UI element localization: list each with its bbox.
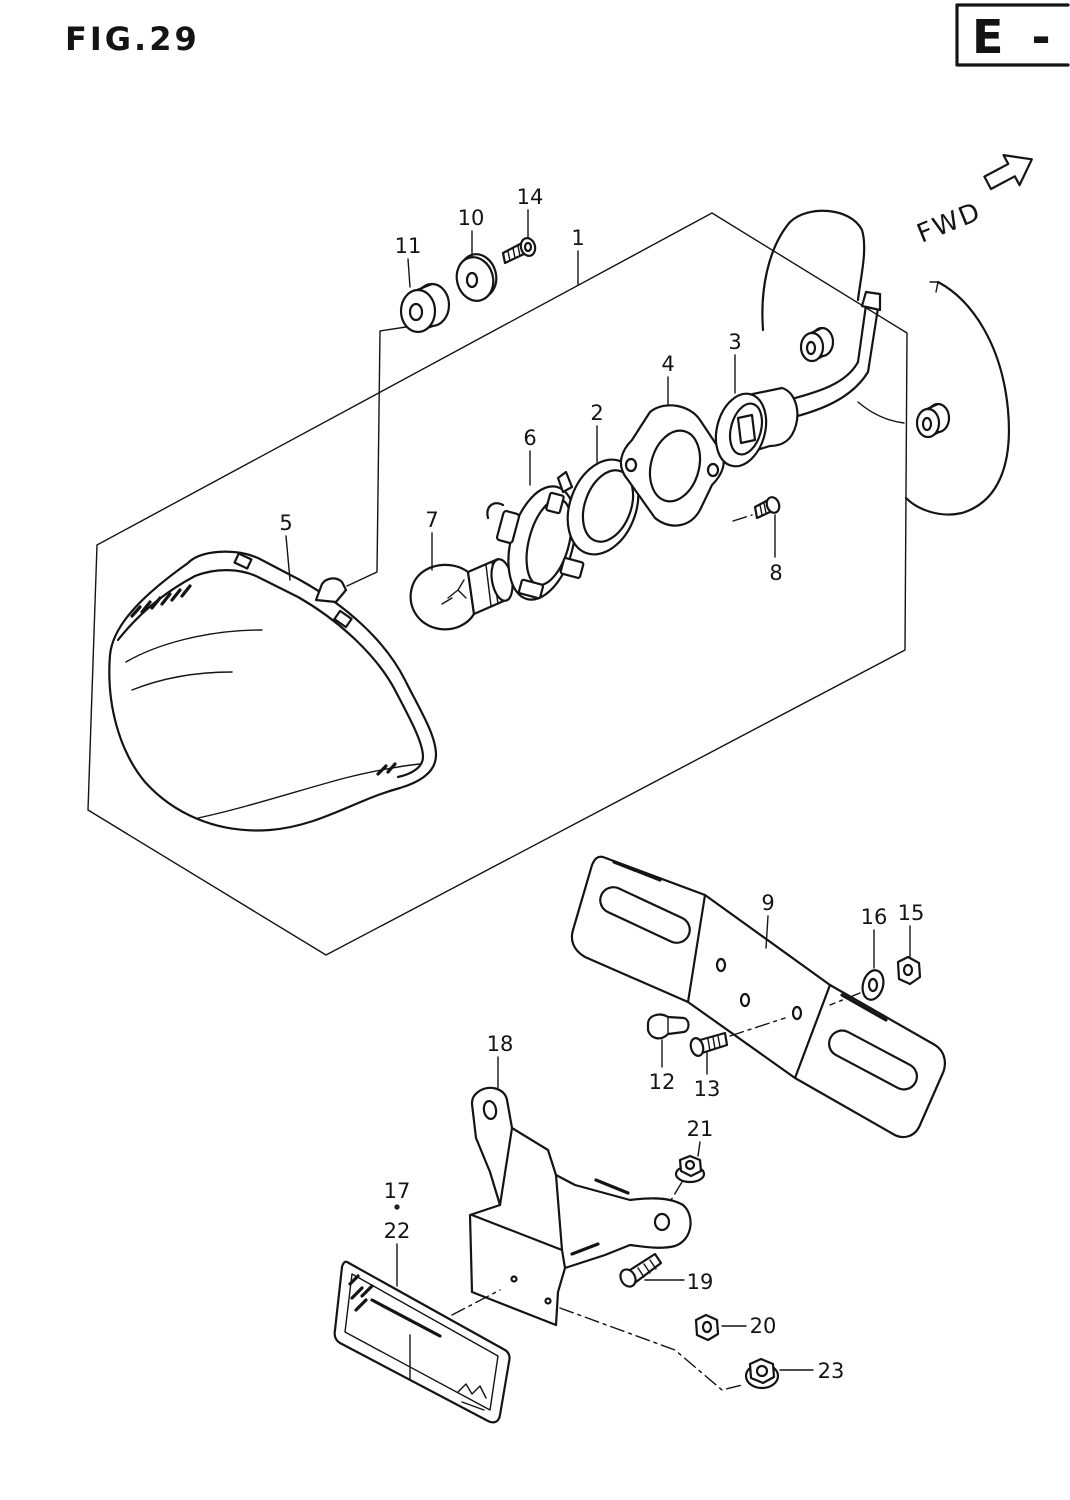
callout-9: 9	[761, 891, 774, 915]
fender-grommet-lower	[915, 402, 951, 439]
callout-11: 11	[395, 234, 422, 258]
callout-14: 14	[517, 185, 544, 209]
part-3-bulb-socket	[714, 290, 882, 468]
part-12-damper	[646, 1013, 690, 1040]
part-15-nut	[896, 955, 922, 986]
part-18-reflector-bracket	[468, 1086, 692, 1327]
callout-1: 1	[571, 226, 584, 250]
part-13-screw	[689, 1017, 786, 1057]
callout-15: 15	[898, 901, 925, 925]
part-14-screw	[501, 237, 537, 265]
part-19-screw	[619, 1252, 663, 1288]
part-16-washer	[829, 969, 885, 1006]
fastener-alignment-line	[559, 1307, 743, 1391]
part-5-tail-lamp	[108, 550, 438, 832]
mounting-leader-line	[346, 326, 407, 587]
callout-21: 21	[687, 1117, 714, 1141]
callout-2: 2	[590, 401, 603, 425]
section-code: E -	[972, 10, 1057, 64]
fender-grommet-upper	[799, 326, 835, 363]
part-21-flange-nut	[667, 1154, 706, 1206]
figure-title: FIG.29	[65, 20, 200, 58]
part-9-license-bracket	[570, 855, 946, 1139]
forward-arrow-icon	[983, 154, 1033, 191]
part-1-assembly-outline	[87, 212, 908, 956]
callout-22: 22	[384, 1219, 411, 1243]
part-4-gasket	[619, 404, 725, 527]
callout-3: 3	[728, 330, 741, 354]
rear-fender-outline	[761, 209, 1010, 516]
callout-12: 12	[649, 1070, 676, 1094]
callout-16: 16	[861, 905, 888, 929]
callout-19: 19	[687, 1270, 714, 1294]
callout-23: 23	[818, 1359, 845, 1383]
callout-6: 6	[523, 426, 536, 450]
part-6-socket-ring	[486, 485, 585, 601]
callout-4: 4	[661, 352, 674, 376]
part-20-nut	[694, 1313, 720, 1342]
part-23-flange-nut	[744, 1357, 780, 1390]
part-2-lock-ring	[556, 458, 640, 556]
callout-18: 18	[487, 1032, 514, 1056]
callout-10: 10	[458, 206, 485, 230]
callout-20: 20	[750, 1314, 777, 1338]
part-11-grommet	[399, 282, 451, 334]
callout-5: 5	[279, 511, 292, 535]
part-7-bulb	[409, 557, 514, 631]
section-code-box	[955, 3, 1070, 67]
part-8-screw	[732, 496, 781, 522]
forward-direction-label: FWD	[913, 197, 986, 250]
callout-13: 13	[694, 1077, 721, 1101]
callout-7: 7	[425, 508, 438, 532]
part-22-rear-reflector	[333, 1260, 511, 1424]
callout-17: 17	[384, 1179, 411, 1203]
part-10-washer	[455, 253, 498, 302]
callout-leader-lines	[285, 209, 911, 1371]
callout-8: 8	[769, 561, 782, 585]
